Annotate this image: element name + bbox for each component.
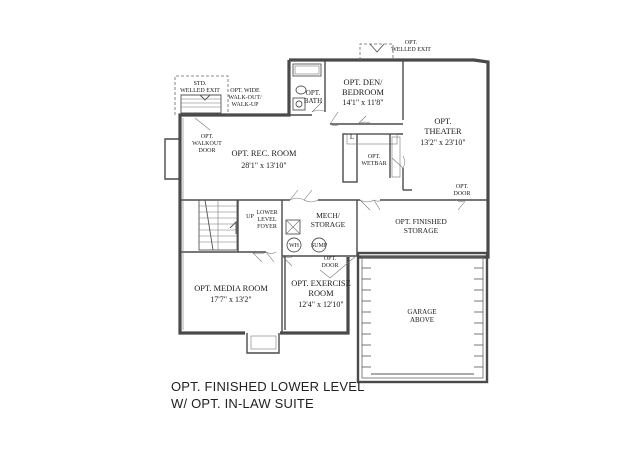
welled-exit-top: [359, 43, 394, 60]
bath-label-1: OPT.: [306, 89, 321, 97]
door-right-label-2: DOOR: [453, 191, 470, 197]
stairs-up-label: UP: [246, 214, 254, 220]
mech-label-1: MECH/: [316, 211, 341, 220]
mech-label-2: STORAGE: [311, 220, 346, 229]
plan-title-line-1: OPT. FINISHED LOWER LEVEL: [171, 379, 365, 394]
theater-label-1: OPT.: [434, 117, 451, 126]
wide-walkout-label-2: WALK-OUT/: [228, 95, 262, 101]
water-heater-label: WH: [289, 243, 300, 249]
theater-label-2: THEATER: [424, 127, 462, 136]
finished-storage-label-1: OPT. FINISHED: [395, 217, 447, 226]
interior-walls: [180, 61, 488, 333]
sump-label: SUMP: [311, 243, 328, 249]
door-bottom-label-2: DOOR: [321, 263, 338, 269]
room-labels: OPT. WELLED EXIT STD. WELLED EXIT OPT. W…: [180, 40, 470, 324]
bath-fixtures: [292, 63, 322, 111]
media-room-dims: 17'7" x 13'2": [210, 295, 251, 304]
garage-hatching: [362, 267, 483, 368]
foyer-label-3: FOYER: [257, 224, 277, 230]
foyer-label-1: LOWER: [256, 210, 277, 216]
garage-area: [356, 251, 489, 384]
garage-label-2: ABOVE: [410, 316, 434, 324]
wetbar-label-1: OPT.: [368, 154, 381, 160]
std-welled-exit-label-2: WELLED EXIT: [180, 88, 220, 94]
den-dims: 14'1" x 11'8": [342, 98, 383, 107]
foyer-label-2: LEVEL: [258, 217, 277, 223]
theater-dims: 13'2" x 23'10": [420, 138, 465, 147]
mech-fixtures: [285, 219, 327, 253]
walkout-door-label-1: OPT.: [201, 134, 214, 140]
garage-label-1: GARAGE: [407, 308, 436, 316]
door-right-label-1: OPT.: [456, 184, 469, 190]
exterior-walls: [164, 58, 490, 354]
media-room-label: OPT. MEDIA ROOM: [194, 284, 268, 293]
den-label-1: OPT. DEN/: [344, 78, 384, 87]
welled-exit-top-label-1: OPT.: [405, 40, 418, 46]
wide-walkout-label-1: OPT. WIDE: [230, 88, 260, 94]
l-mark: L: [350, 133, 354, 141]
door-bottom-label-1: OPT.: [324, 256, 337, 262]
exercise-room-dims: 12'4" x 12'10": [298, 300, 343, 309]
rec-room-dims: 28'1" x 13'10": [241, 161, 286, 170]
std-welled-exit: [174, 75, 229, 115]
std-welled-exit-label-1: STD.: [194, 81, 207, 87]
walkout-door-label-3: DOOR: [198, 148, 215, 154]
exercise-room-label-1: OPT. EXERCISE: [291, 279, 350, 288]
wetbar-label-2: WETBAR: [361, 161, 386, 167]
plan-title-line-2: W/ OPT. IN-LAW SUITE: [171, 396, 314, 411]
rec-room-label: OPT. REC. ROOM: [232, 149, 298, 158]
den-label-2: BEDROOM: [342, 88, 384, 97]
finished-storage-label-2: STORAGE: [404, 226, 439, 235]
walkout-door-label-2: WALKOUT: [192, 141, 222, 147]
bath-label-2: BATH: [304, 97, 322, 105]
welled-exit-top-label-2: WELLED EXIT: [391, 47, 431, 53]
door-swings: [194, 101, 467, 279]
exercise-room-label-2: ROOM: [308, 289, 334, 298]
staircase: [198, 199, 238, 251]
wide-walkout-label-3: WALK-UP: [232, 102, 260, 108]
